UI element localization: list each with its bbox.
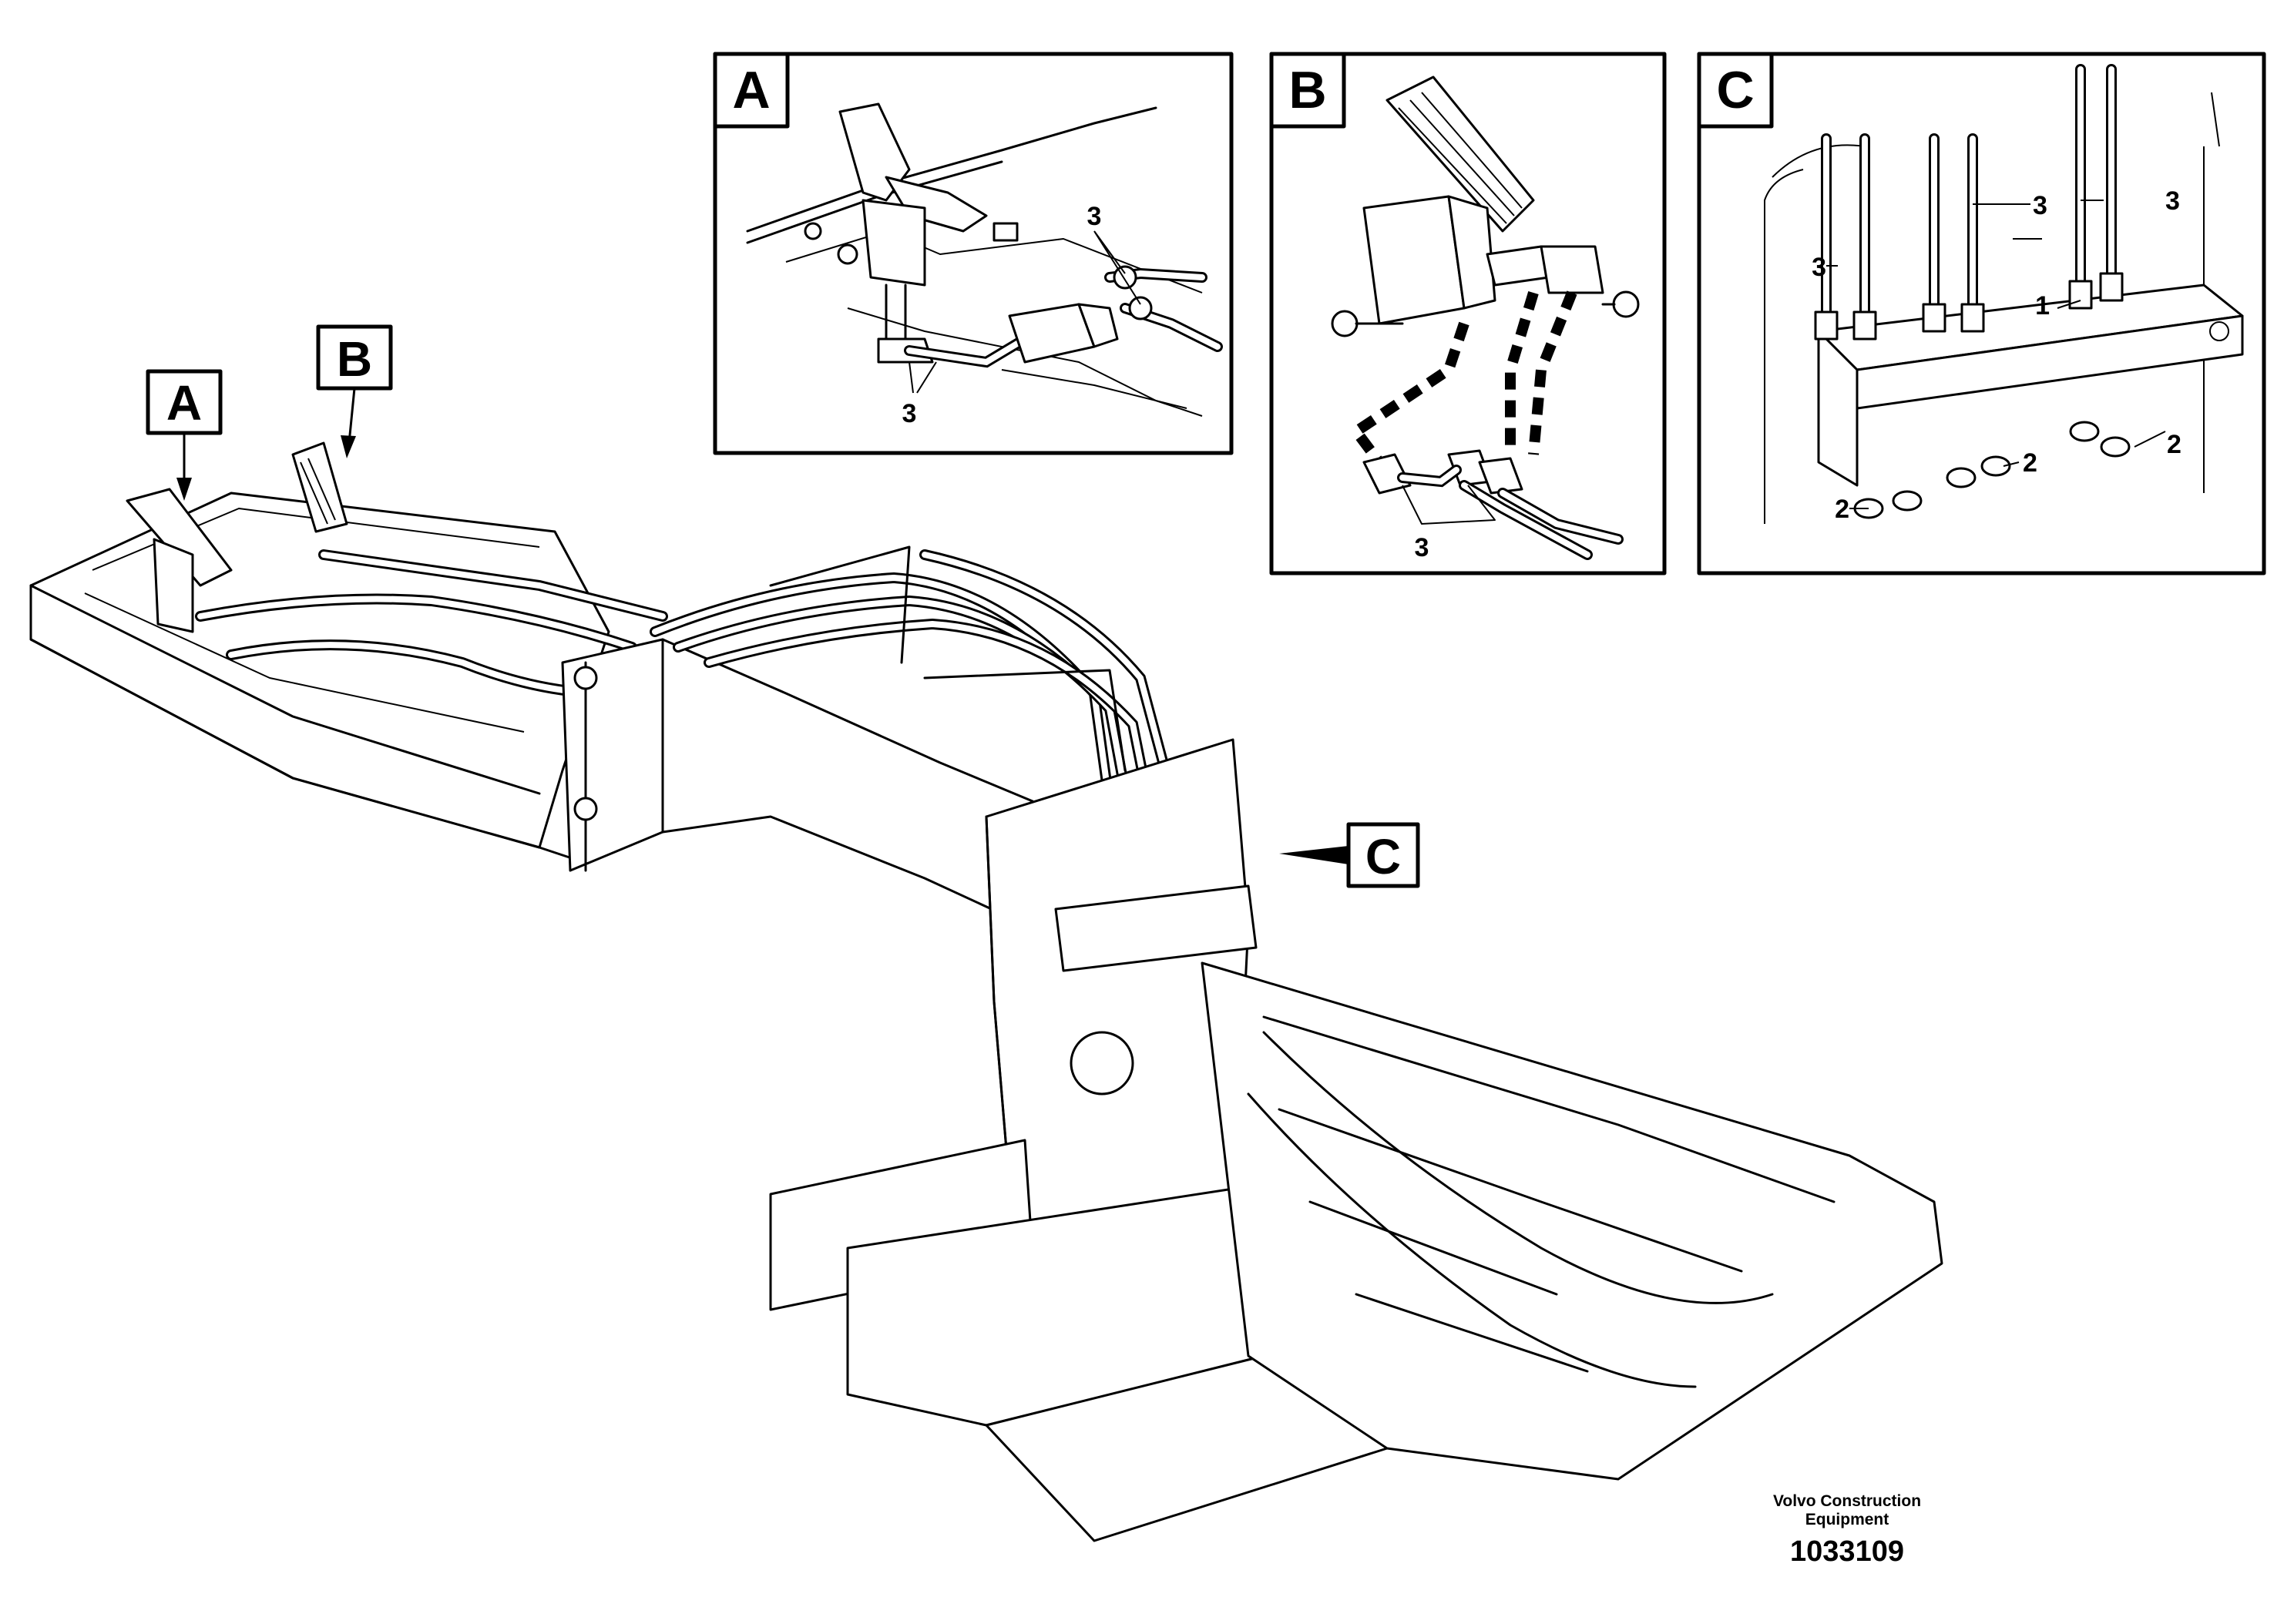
panel-a-label-3-bottom: 3 xyxy=(902,399,917,428)
main-assembly xyxy=(29,441,1943,1542)
panel-b-tag: B xyxy=(1288,61,1326,119)
callout-a: A xyxy=(146,369,223,501)
detail-panel-c: C 3 3 xyxy=(1697,52,2266,575)
panel-c-label-3-mid: 3 xyxy=(2033,191,2047,220)
panel-c-label-3-left: 3 xyxy=(1812,253,1826,282)
panel-c-label-3-right: 3 xyxy=(2165,186,2180,216)
detail-panel-b: B 3 xyxy=(1269,52,1667,575)
callout-b: B xyxy=(316,324,393,458)
callout-a-label: A xyxy=(166,375,202,431)
panel-c-tag: C xyxy=(1716,61,1754,119)
callout-b-label: B xyxy=(337,331,372,387)
panel-c-label-1: 1 xyxy=(2035,291,2050,320)
panel-b-label-3: 3 xyxy=(1415,533,1429,562)
brand-line-1: Volvo Construction xyxy=(1773,1492,1921,1510)
panel-a-tag: A xyxy=(732,61,770,119)
panel-c-label-2-left: 2 xyxy=(1835,495,1849,524)
panel-a-label-3-top: 3 xyxy=(1087,202,1102,231)
callout-c-label: C xyxy=(1365,829,1401,884)
drawing-number: 1033109 xyxy=(1790,1535,1904,1568)
panel-c-label-2-mid: 2 xyxy=(2023,448,2037,478)
callout-c: C xyxy=(1279,822,1420,888)
brand-line-2: Equipment xyxy=(1805,1511,1889,1528)
brand-block: Volvo Construction Equipment 1033109 xyxy=(1773,1492,1921,1568)
detail-panel-a: A 3 3 xyxy=(713,52,1234,455)
panel-c-label-2-right: 2 xyxy=(2167,430,2181,459)
